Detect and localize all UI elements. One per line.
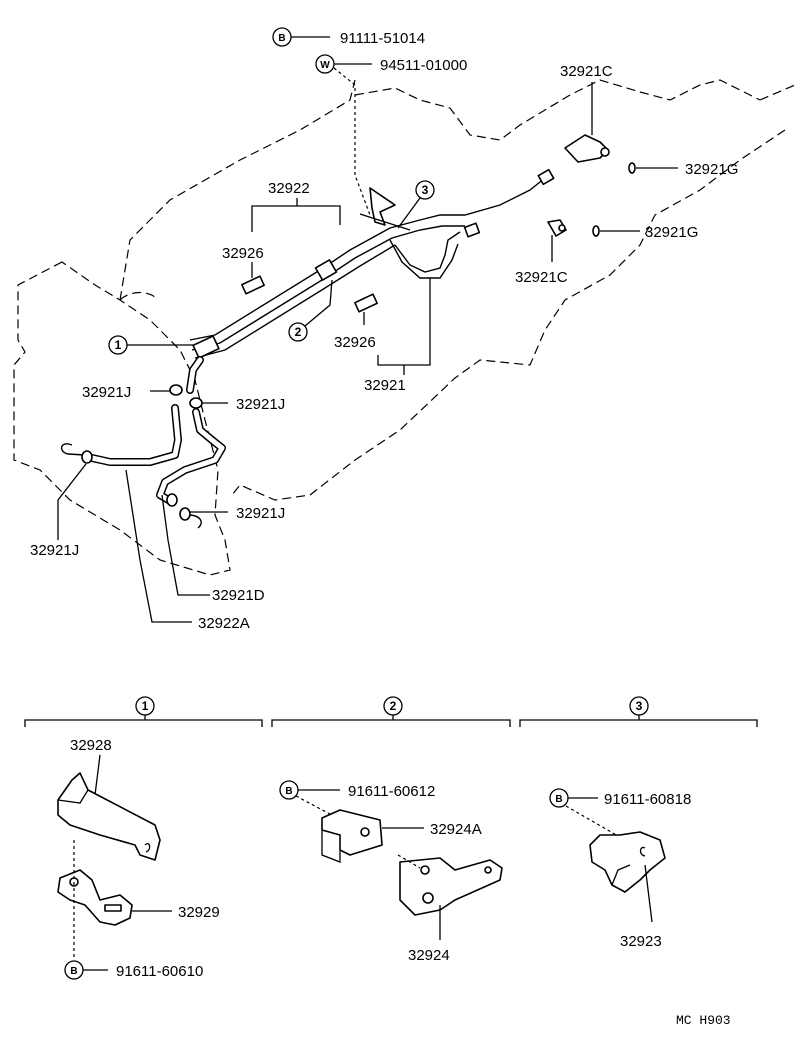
part-label: 91111-51014 [340,30,425,47]
bolt-badge: B [555,794,562,805]
svg-text:2: 2 [295,325,302,339]
upper-labels: 32921C 32921G 32921G 32921C 32922 32926 … [222,63,738,394]
bolt-badge: B [278,33,285,44]
label-91611-60818: 91611-60818 [604,791,691,808]
washer-badge: W [320,60,330,71]
label-32928: 32928 [70,737,112,754]
label-32922: 32922 [268,180,310,197]
label-32923: 32923 [620,933,662,950]
label-32926-lower: 32926 [334,334,376,351]
pipe-assembly [186,168,555,394]
svg-text:1: 1 [142,699,149,713]
label-32924: 32924 [408,947,450,964]
lower-labels: 32921J 32921J 32921J 32921J 32921D 32922… [30,384,285,632]
tube-piece [354,293,378,313]
svg-text:2: 2 [390,699,397,713]
label-91611-60610: 91611-60610 [116,963,203,980]
label-32921J-2: 32921J [236,396,285,413]
part-label: 94511-01000 [380,57,467,74]
engine-outline [13,79,796,576]
svg-text:3: 3 [422,183,429,197]
label-32921D: 32921D [212,587,265,604]
label-32921G-2: 32921G [645,224,698,241]
label-32921: 32921 [364,377,406,394]
circled-ref-1: 1 [108,335,195,355]
svg-text:3: 3 [636,699,643,713]
callout-top-washer: W 94511-01000 [315,54,467,216]
label-32921C-top: 32921C [560,63,613,80]
svg-text:1: 1 [115,338,122,352]
label-32921J-4: 32921J [30,542,79,559]
diagram-code: MC H903 [676,1013,731,1028]
circled-ref-2: 2 [288,279,333,342]
rubber-hoses [61,384,226,529]
bolt-badge: B [285,786,292,797]
circled-ref-3: 3 [397,180,435,229]
callout-top-bolt: B 91111-51014 [272,27,425,47]
label-91611-60612: 91611-60612 [348,783,435,800]
detail-group-2: 2 B 91611-60612 32924A 32924 [271,696,511,964]
label-32929: 32929 [178,904,220,921]
detail-group-1: 1 32928 32929 B 91611-60610 [24,696,263,980]
label-32922A: 32922A [198,615,250,632]
label-32921C-lower: 32921C [515,269,568,286]
label-32921J-3: 32921J [236,505,285,522]
label-32924A: 32924A [430,821,482,838]
label-32926-upper: 32926 [222,245,264,262]
label-32921G-1: 32921G [685,161,738,178]
tube-piece [241,275,265,295]
bolt-badge: B [70,966,77,977]
union-fittings [547,134,636,237]
label-32921J-1: 32921J [82,384,131,401]
detail-group-3: 3 B 91611-60818 32923 [519,696,758,950]
